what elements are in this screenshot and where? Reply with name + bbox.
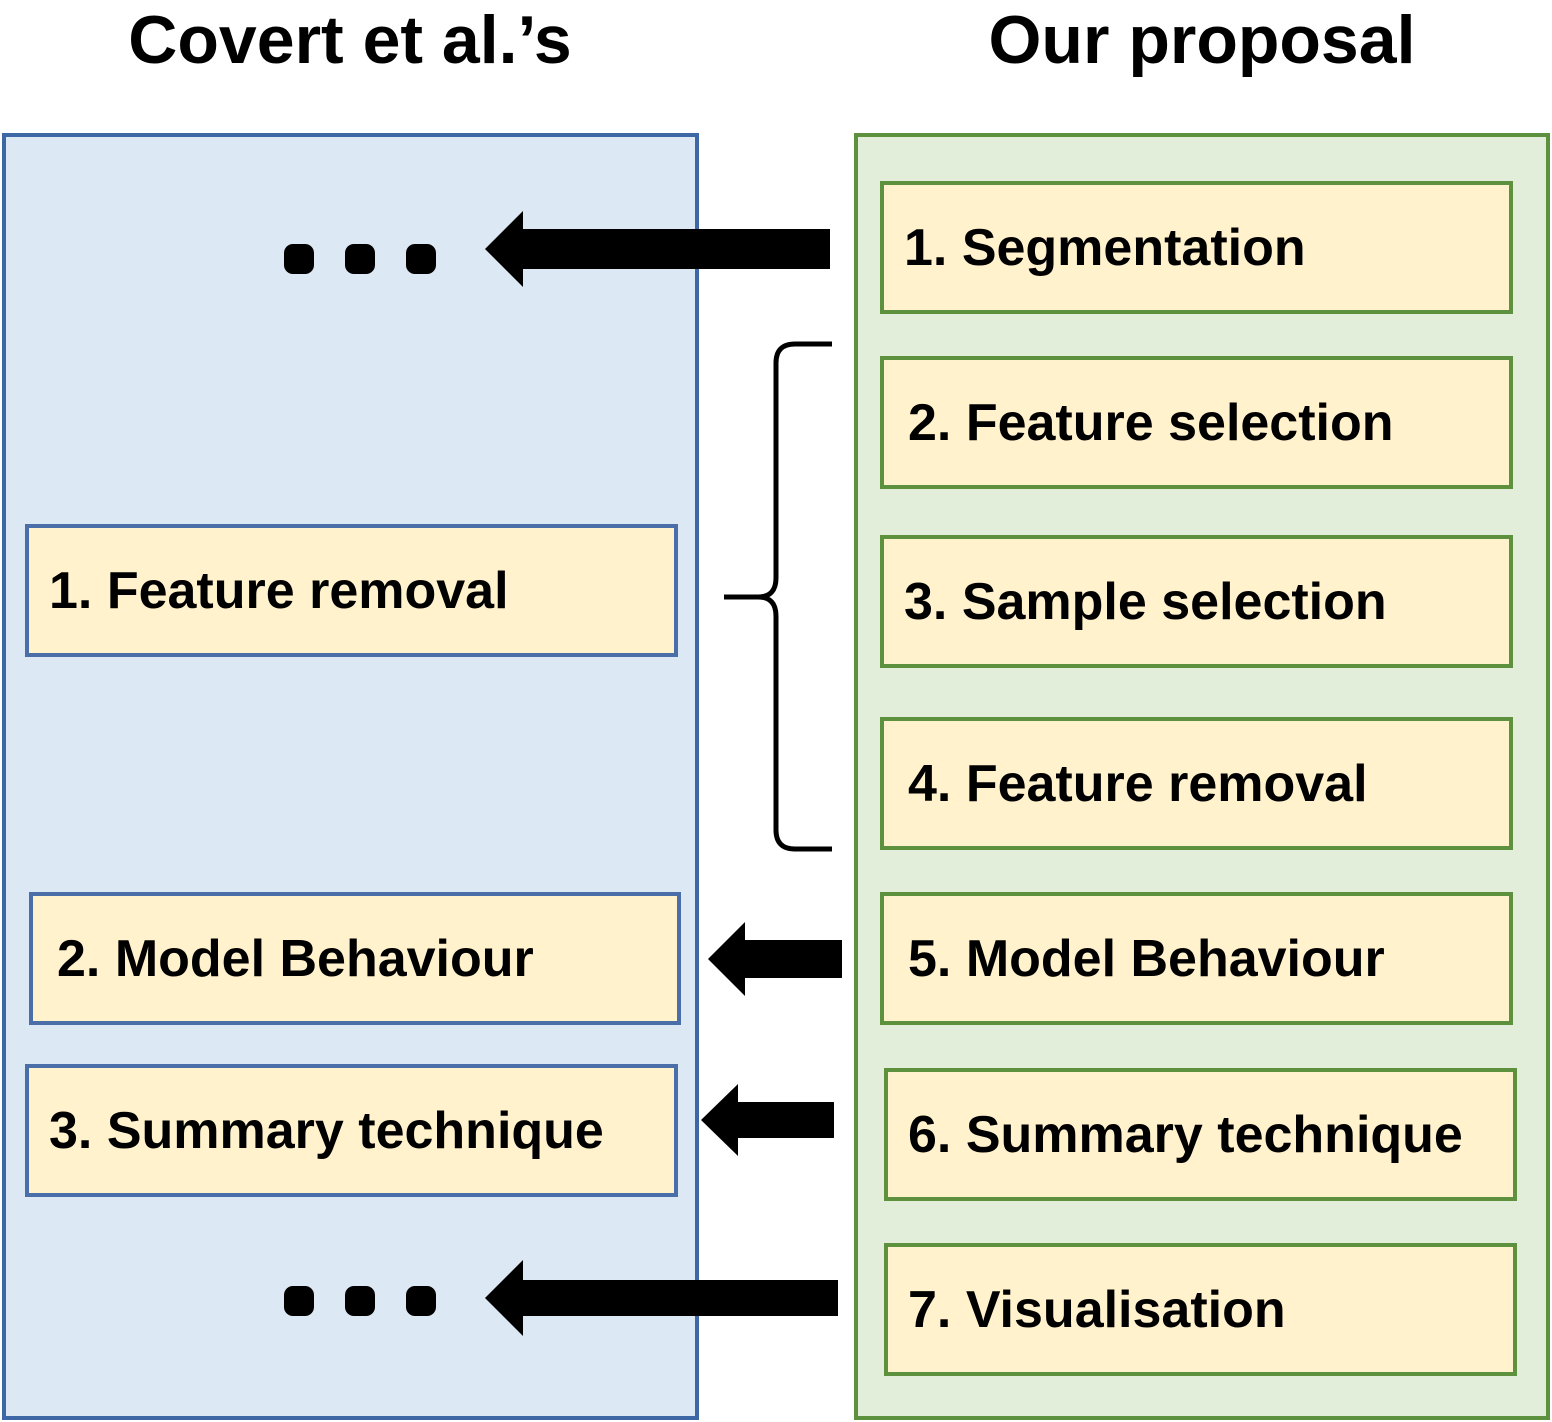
- arrow-model-behaviour: [708, 922, 842, 996]
- right-step-segmentation: 1. Segmentation: [880, 181, 1513, 314]
- dot-icon: [284, 1286, 314, 1316]
- arrow-summary-technique: [701, 1084, 834, 1156]
- left-step-summary-technique: 3. Summary technique: [25, 1064, 678, 1197]
- right-panel-title: Our proposal: [988, 2, 1416, 78]
- dot-icon: [406, 1286, 436, 1316]
- ellipsis-top: [284, 240, 444, 280]
- dot-icon: [345, 1286, 375, 1316]
- right-step-feature-removal: 4. Feature removal: [880, 717, 1513, 850]
- right-step-sample-selection: 3. Sample selection: [880, 535, 1513, 668]
- left-step-model-behaviour: 2. Model Behaviour: [29, 892, 681, 1025]
- dot-icon: [406, 244, 436, 274]
- covert-panel: [2, 133, 699, 1420]
- right-step-model-behaviour: 5. Model Behaviour: [880, 892, 1513, 1025]
- curly-brace: [724, 341, 832, 852]
- right-step-feature-selection: 2. Feature selection: [880, 356, 1513, 489]
- dot-icon: [284, 244, 314, 274]
- ellipsis-bottom: [284, 1282, 444, 1322]
- left-panel-title: Covert et al.’s: [128, 2, 572, 78]
- right-step-summary-technique: 6. Summary technique: [884, 1068, 1517, 1201]
- left-step-feature-removal: 1. Feature removal: [25, 524, 678, 657]
- right-step-visualisation: 7. Visualisation: [884, 1243, 1517, 1376]
- dot-icon: [345, 244, 375, 274]
